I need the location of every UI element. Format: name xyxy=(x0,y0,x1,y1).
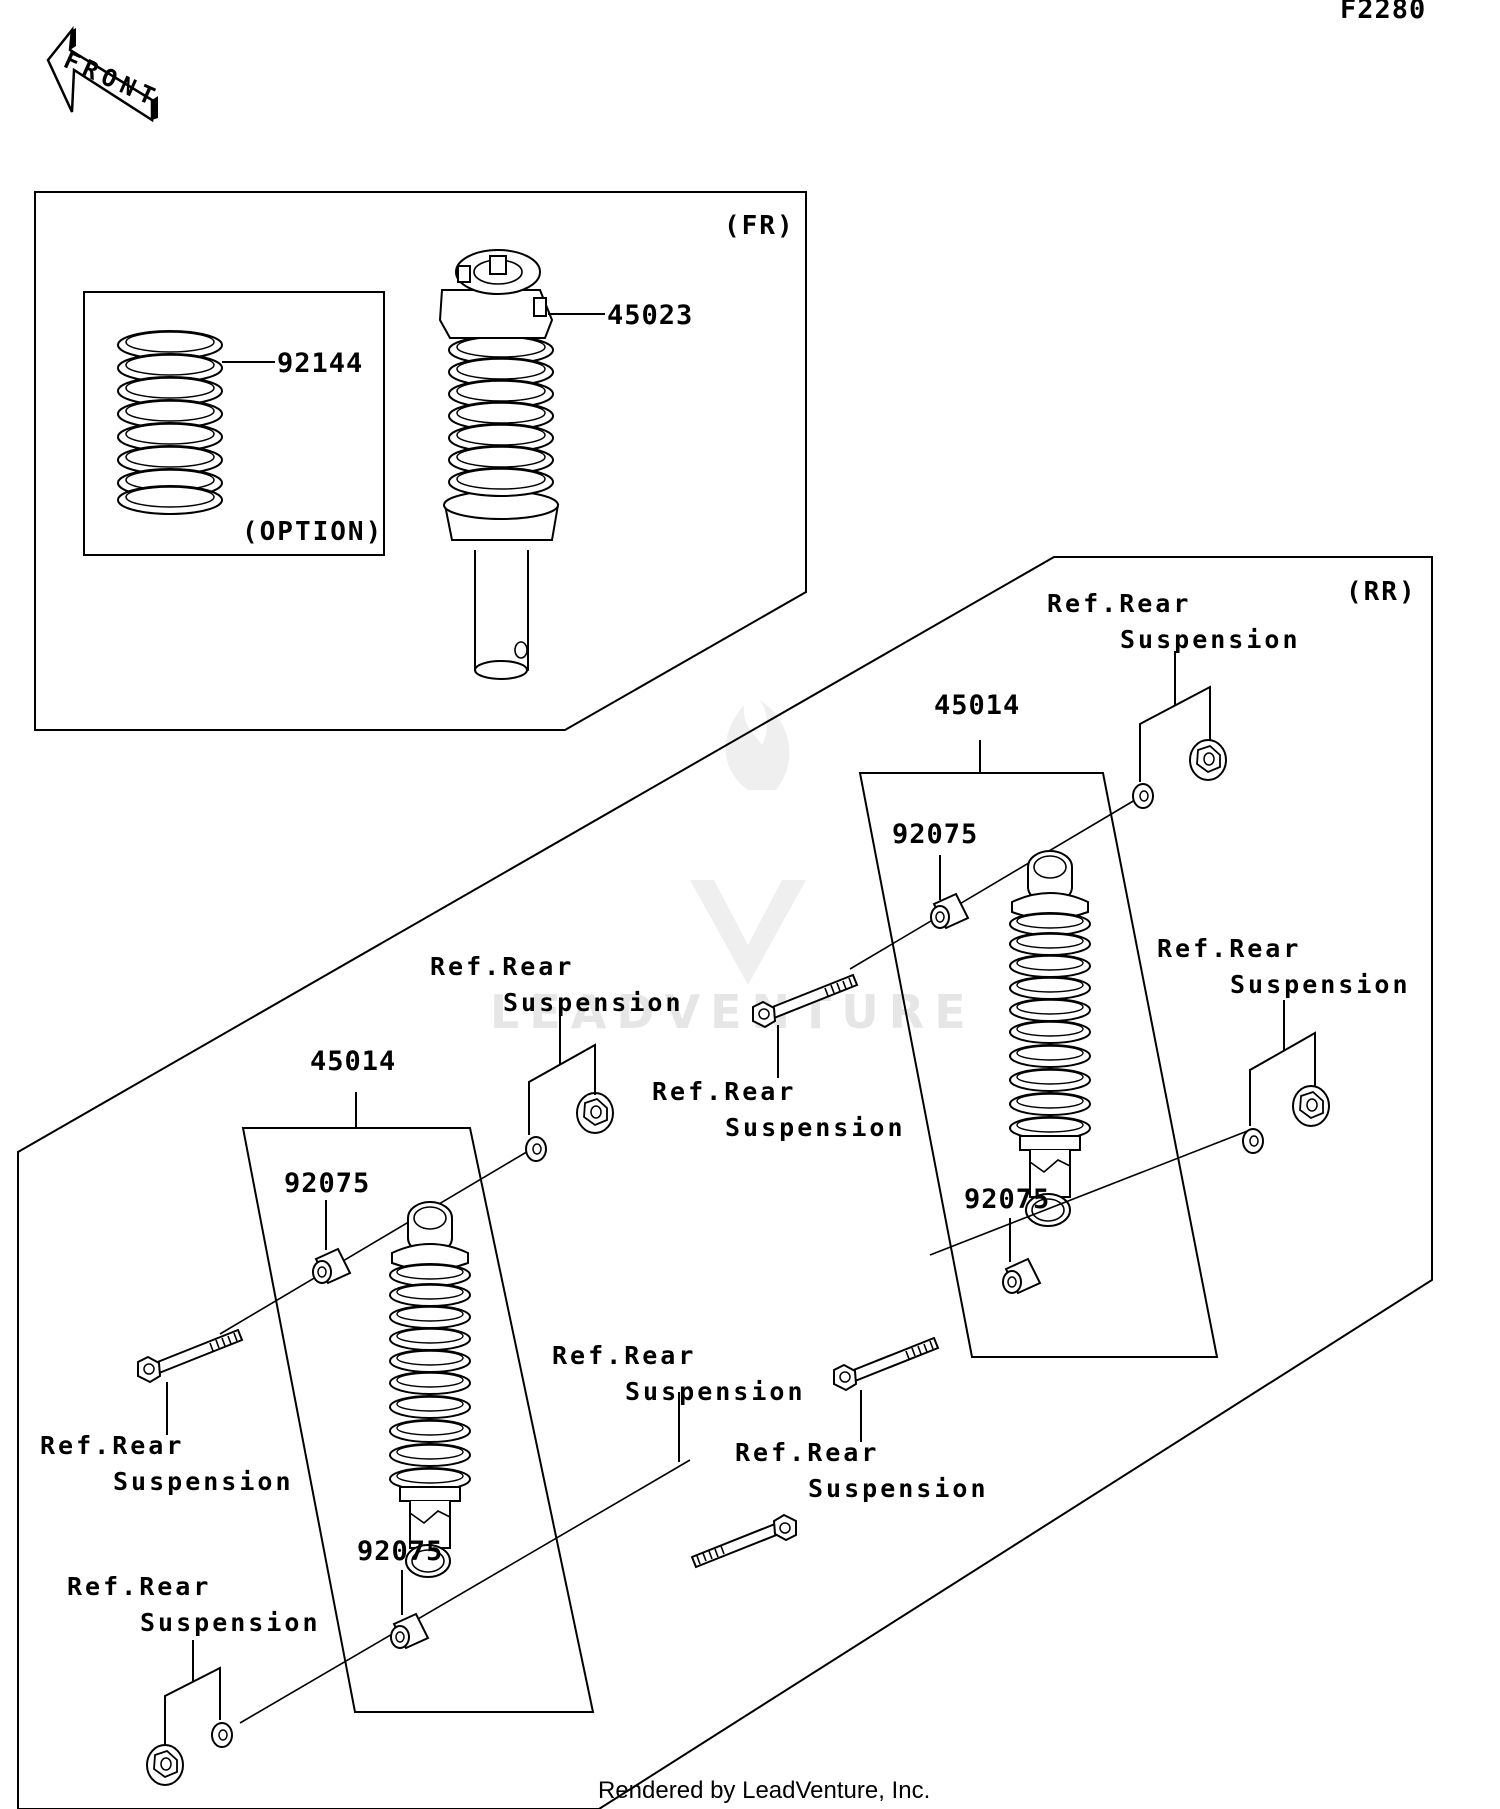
svg-text:Ref.Rear: Ref.Rear xyxy=(652,1077,796,1106)
ref-label-8: Ref.Rear Suspension xyxy=(67,1572,321,1637)
svg-text:Ref.Rear: Ref.Rear xyxy=(552,1341,696,1370)
ref-label-4: Ref.Rear Suspension xyxy=(652,1077,906,1142)
collar-92075-upper-right[interactable] xyxy=(930,893,969,929)
collar-92075-lower-left[interactable] xyxy=(390,1613,429,1649)
svg-text:Ref.Rear: Ref.Rear xyxy=(40,1431,184,1460)
svg-text:Suspension: Suspension xyxy=(808,1474,989,1503)
ref-label-5: Ref.Rear Suspension xyxy=(552,1341,806,1406)
nut-upper-left[interactable] xyxy=(576,1092,614,1134)
svg-text:Ref.Rear: Ref.Rear xyxy=(430,952,574,981)
coil-spring-92144[interactable] xyxy=(117,330,223,515)
washer-upper-right[interactable] xyxy=(1132,783,1154,809)
svg-text:Ref.Rear: Ref.Rear xyxy=(1157,934,1301,963)
option-label: (OPTION) xyxy=(242,517,383,547)
credit-text: Rendered by LeadVenture, Inc. xyxy=(598,1777,930,1804)
svg-text:Suspension: Suspension xyxy=(113,1467,294,1496)
ref-label-7: Ref.Rear Suspension xyxy=(735,1438,989,1503)
svg-text:Suspension: Suspension xyxy=(1120,625,1301,654)
part-number-92075-lower-right: 92075 xyxy=(964,1184,1050,1215)
svg-text:Ref.Rear: Ref.Rear xyxy=(1047,589,1191,618)
svg-text:Ref.Rear: Ref.Rear xyxy=(735,1438,879,1467)
part-number-92144: 92144 xyxy=(277,348,363,379)
front-group-title: (FR) xyxy=(724,211,795,241)
svg-text:Ref.Rear: Ref.Rear xyxy=(67,1572,211,1601)
ref-label-2: Ref.Rear Suspension xyxy=(1157,934,1411,999)
svg-text:Suspension: Suspension xyxy=(1230,970,1411,999)
nut-upper-right[interactable] xyxy=(1189,739,1227,781)
bolt-lower-right[interactable] xyxy=(833,1337,939,1391)
front-arrow-icon: FRONT xyxy=(46,25,165,123)
ref-label-6: Ref.Rear Suspension xyxy=(40,1431,294,1496)
right-shock-bracket xyxy=(858,772,1219,1358)
part-number-92075-upper-right: 92075 xyxy=(892,819,978,850)
front-shock-45023[interactable] xyxy=(438,249,560,680)
watermark-text: LEADVENTURE xyxy=(490,985,976,1039)
svg-text:Suspension: Suspension xyxy=(503,988,684,1017)
washer-lower-right[interactable] xyxy=(1242,1128,1264,1154)
rear-shock-left[interactable] xyxy=(390,1202,470,1577)
nut-lower-left[interactable] xyxy=(146,1744,184,1786)
rear-group-frame xyxy=(17,556,1433,1809)
bolt-upper-left[interactable] xyxy=(137,1329,243,1383)
rear-group-title: (RR) xyxy=(1346,577,1417,607)
svg-text:Suspension: Suspension xyxy=(725,1113,906,1142)
nut-lower-right[interactable] xyxy=(1292,1085,1330,1127)
collar-92075-upper-left[interactable] xyxy=(312,1248,351,1284)
ref-label-1: Ref.Rear Suspension xyxy=(1047,589,1301,654)
washer-lower-left[interactable] xyxy=(211,1722,233,1748)
front-arrow-label: FRONT xyxy=(60,46,165,113)
bolt-lower-middle[interactable] xyxy=(691,1514,797,1568)
part-number-45014-right: 45014 xyxy=(934,690,1020,721)
svg-text:Suspension: Suspension xyxy=(140,1608,321,1637)
front-group-frame xyxy=(34,191,807,731)
figure-code: F2280 xyxy=(1340,0,1426,25)
ref-label-3: Ref.Rear Suspension xyxy=(430,952,684,1017)
option-box xyxy=(83,291,385,556)
part-number-45014-left: 45014 xyxy=(310,1046,396,1077)
rear-shock-right[interactable] xyxy=(1010,851,1090,1226)
svg-text:Suspension: Suspension xyxy=(625,1377,806,1406)
part-number-45023: 45023 xyxy=(607,300,693,331)
part-number-92075-upper-left: 92075 xyxy=(284,1168,370,1199)
collar-92075-lower-right[interactable] xyxy=(1002,1258,1041,1294)
watermark-logo xyxy=(690,700,806,985)
washer-upper-left[interactable] xyxy=(525,1136,547,1162)
left-shock-bracket xyxy=(241,1127,595,1713)
part-number-92075-lower-left: 92075 xyxy=(357,1536,443,1567)
